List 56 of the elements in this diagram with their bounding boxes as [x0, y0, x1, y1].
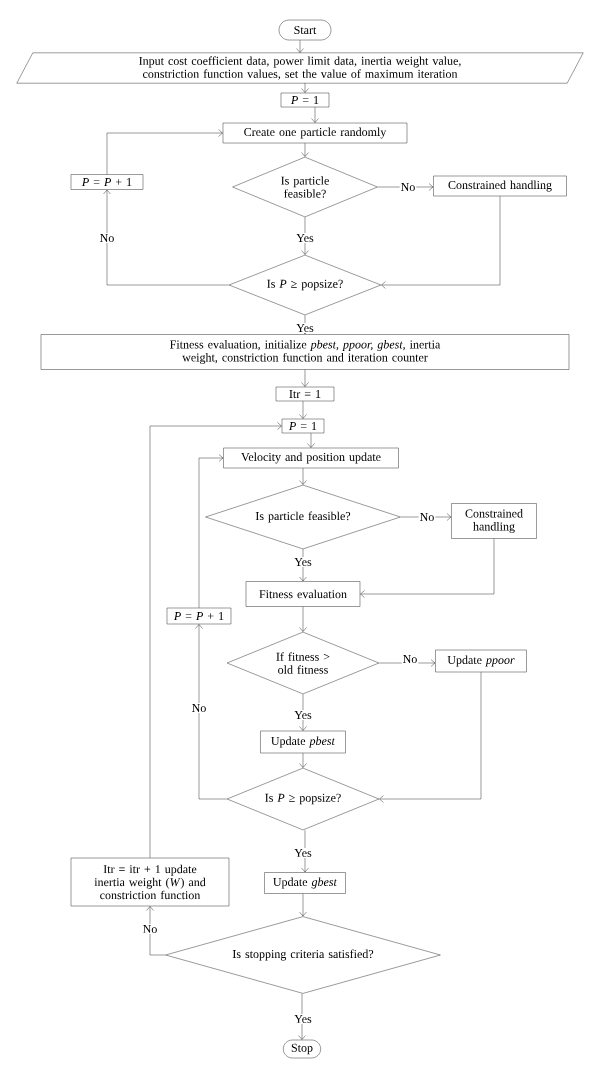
- arrow: [400, 513, 452, 521]
- process-box: Constrained handling: [451, 503, 537, 539]
- process-box: Update pbest: [260, 730, 346, 754]
- arrow: [307, 433, 315, 448]
- arrow: [195, 624, 227, 800]
- arrow: [381, 196, 501, 289]
- arrow: [106, 129, 223, 175]
- arrow: [299, 401, 307, 419]
- process-box: Fitness evaluation: [245, 581, 361, 607]
- process-box: Create one particle randomly: [222, 122, 408, 144]
- arrow: [298, 993, 306, 1040]
- edge-label: Yes: [293, 1014, 313, 1024]
- arrow: [299, 549, 307, 582]
- arrow: [299, 893, 307, 917]
- arrow: [377, 183, 434, 191]
- arrow: [301, 369, 309, 387]
- arrow: [146, 906, 166, 956]
- process-box: P = 1: [281, 418, 325, 434]
- edge-label: No: [190, 703, 208, 713]
- process-box: P = 1: [280, 92, 330, 108]
- arrow: [299, 753, 307, 768]
- process-box: Fitness evaluation, initialize pbest, ppoor, gbest, inertia weight, constriction function and iteration counter: [40, 334, 570, 370]
- arrow: [311, 107, 319, 123]
- process-box: Velocity and position update: [223, 447, 399, 469]
- arrow: [103, 189, 229, 286]
- input-parallelogram: Input cost coefficient data, power limit data, inertia weight value, constriction function values, set the value of maximum iteration: [16, 52, 584, 84]
- process-box: P = P + 1: [70, 174, 144, 190]
- process-box: P = P + 1: [166, 607, 232, 625]
- arrow: [360, 538, 495, 598]
- arrow: [301, 830, 309, 873]
- arrow: [296, 40, 304, 53]
- arrow: [301, 217, 309, 255]
- edge-label: Yes: [293, 710, 313, 720]
- arrow: [379, 659, 436, 667]
- edge-label: No: [399, 182, 417, 192]
- edge-label: No: [401, 654, 419, 664]
- edge-label: Yes: [295, 233, 315, 243]
- edge-label: No: [141, 924, 159, 934]
- process-box: Itr = 1: [275, 386, 335, 402]
- edge-label: Yes: [293, 848, 313, 858]
- edge-label: No: [418, 512, 436, 522]
- process-box: Update ppoor: [435, 649, 527, 673]
- arrow: [301, 143, 309, 157]
- arrow: [299, 606, 307, 632]
- process-box: Update gbest: [264, 872, 346, 894]
- arrow: [299, 468, 307, 485]
- arrow: [379, 672, 482, 803]
- edge-label: No: [98, 233, 116, 243]
- arrow: [198, 454, 224, 608]
- arrow: [301, 83, 309, 93]
- arrow: [149, 422, 282, 858]
- process-box: Itr = itr + 1 update inertia weight (W) and constriction function: [70, 857, 230, 907]
- edge-label: Yes: [293, 557, 313, 567]
- edge-label: Yes: [295, 323, 315, 333]
- arrow: [299, 694, 307, 731]
- process-box: Constrained handling: [433, 175, 567, 197]
